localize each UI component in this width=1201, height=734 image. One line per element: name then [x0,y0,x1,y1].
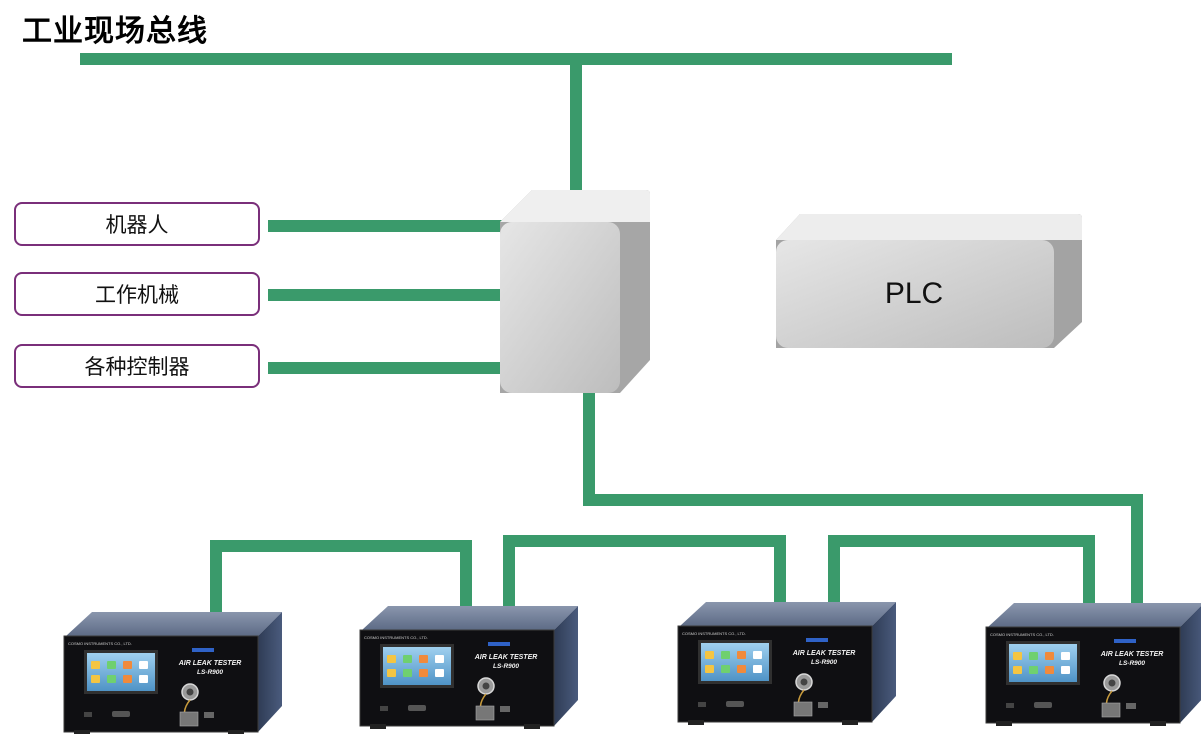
tester-link-2-3 [503,535,786,606]
touch-screen [87,653,155,691]
tester-brand: COSMO INSTRUMENTS CO., LTD. [364,635,428,640]
tester-name: AIR LEAK TESTER [474,654,538,661]
air-leak-tester-unit: COSMO INSTRUMENTS CO., LTD. AIR LEAK TEST… [63,612,282,734]
plc-block [776,214,1082,348]
tester-link-3-4 [828,535,1095,604]
tester-name: AIR LEAK TESTER [1100,651,1164,658]
device-label: 各种控制器 [84,355,190,379]
touch-screen [1009,644,1077,682]
tester-model: LS-R900 [811,659,837,666]
device-box-robot: 机器人 [14,202,260,246]
tester-brand: COSMO INSTRUMENTS CO., LTD. [682,631,746,636]
device-box-machine-tool: 工作机械 [14,272,260,316]
air-leak-tester-unit: COSMO INSTRUMENTS CO., LTD. AIR LEAK TEST… [359,606,578,729]
air-leak-tester-unit: COSMO INSTRUMENTS CO., LTD. AIR LEAK TEST… [677,602,896,725]
plc-label: PLC [884,277,944,310]
device-label: 机器人 [105,213,169,237]
tester-model: LS-R900 [1119,660,1145,667]
touch-screen [701,643,769,681]
device-box-controllers: 各种控制器 [14,344,260,388]
hub-to-testers-line [583,393,1143,605]
tester-name: AIR LEAK TESTER [178,660,242,667]
bus-lines [80,53,1143,612]
tester-model: LS-R900 [197,669,223,676]
touch-screen [383,647,451,685]
gateway-node [500,190,650,393]
tester-model: LS-R900 [493,663,519,670]
tester-name: AIR LEAK TESTER [792,650,856,657]
field-bus-title: 工业现场总线 [22,14,208,49]
tester-brand: COSMO INSTRUMENTS CO., LTD. [68,641,132,646]
device-label: 工作机械 [95,283,179,307]
tester-brand: COSMO INSTRUMENTS CO., LTD. [990,632,1054,637]
air-leak-testers: COSMO INSTRUMENTS CO., LTD. AIR LEAK TEST… [63,602,1201,734]
tester-link-1-2 [210,540,472,612]
air-leak-tester-unit: COSMO INSTRUMENTS CO., LTD. AIR LEAK TEST… [985,603,1201,726]
